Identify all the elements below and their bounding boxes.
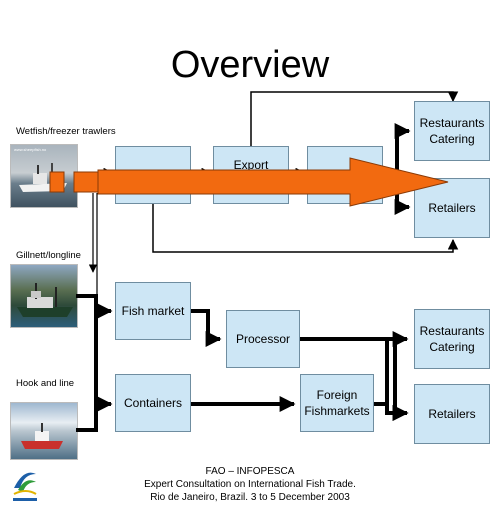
bottom-processor-box: Processor	[226, 310, 300, 368]
arrow-processor-to-retailers	[152, 204, 459, 253]
arrow-foreign-to-retailers	[385, 404, 409, 421]
top-restaurants-label-1: Restaurants	[419, 115, 485, 130]
top-retailers-box: Retailers	[414, 178, 490, 238]
orange-block-large	[73, 171, 99, 193]
orange-block-small	[49, 171, 65, 193]
source-label-trawlers: Wetfish/freezer trawlers	[16, 126, 116, 137]
small-boat-icon	[21, 423, 63, 449]
top-retailers-label: Retailers	[428, 200, 476, 215]
footer-line-2: Expert Consultation on International Fis…	[144, 479, 356, 490]
bottom-retailers-box: Retailers	[414, 384, 490, 444]
bottom-processor-label: Processor	[235, 331, 291, 346]
foreign-label-1: Foreign	[316, 387, 358, 402]
line-hookline-to-containers	[76, 404, 98, 432]
source-label-hook-line: Hook and line	[16, 378, 75, 389]
gillnet-boat-photo	[10, 264, 78, 328]
infopesca-logo-icon	[13, 472, 37, 501]
arrow-export-to-restaurants	[250, 91, 459, 146]
fishing-boat-icon	[17, 283, 73, 317]
containers-box: Containers	[115, 374, 191, 432]
hook-line-boat-photo	[10, 402, 78, 460]
bottom-retailers-label: Retailers	[428, 406, 476, 421]
bottom-restaurants-label-1: Restaurants	[419, 323, 485, 338]
fish-market-label: Fish market	[121, 303, 185, 318]
footer-line-3: Rio de Janeiro, Brazil. 3 to 5 December …	[150, 492, 350, 503]
arrow-wholesale-to-restaurants	[394, 123, 411, 178]
bottom-restaurants-label-2: Catering	[429, 340, 475, 354]
source-label-gillnet: Gillnett/longline	[16, 250, 81, 261]
top-exporter-label: Export	[233, 158, 269, 172]
top-restaurants-label-2: Catering	[429, 132, 475, 146]
foreign-label-2: Fishmarkets	[304, 404, 370, 418]
fish-market-box: Fish market	[115, 282, 191, 340]
slide-title: Overview	[170, 44, 330, 86]
containers-label: Containers	[123, 395, 183, 410]
footer-line-1: FAO – INFOPESCA	[205, 466, 295, 477]
photo-caption: www.sheepfish.no	[14, 147, 47, 152]
big-orange-arrow	[97, 157, 449, 207]
arrow-fishmarket-to-processor	[190, 309, 222, 347]
footer: FAO – INFOPESCA Expert Consultation on I…	[100, 465, 400, 504]
